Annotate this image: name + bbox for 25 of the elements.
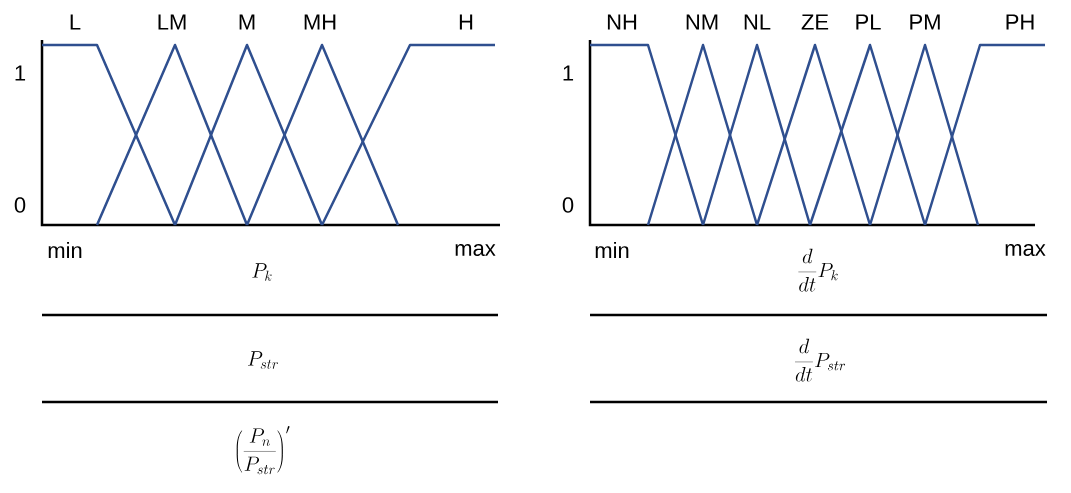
term-label: ZE <box>801 14 829 30</box>
term-label: M <box>239 14 255 30</box>
term-label: LM <box>158 14 186 30</box>
formula: $P_k$ <box>252 263 272 281</box>
term-label: NM <box>686 14 718 30</box>
formula: $\frac{d}{dt}P_{str}$ <box>795 338 846 382</box>
axis-label: max <box>455 243 496 257</box>
formula: $P_{str}$ <box>247 351 278 369</box>
axis-label: min <box>48 242 82 258</box>
axis-label: 1 <box>15 65 26 81</box>
term-label: NH <box>607 14 637 30</box>
formula: $\frac{d}{dt}P_k$ <box>798 248 838 292</box>
axis-label: max <box>1005 243 1046 257</box>
axis-label: 0 <box>562 197 574 213</box>
term-label: MH <box>304 14 336 30</box>
term-label: L <box>70 14 81 30</box>
formula: $\left(\frac{P_n}{P_{str}}\right)'$ <box>236 425 290 475</box>
axis-label: 0 <box>14 197 26 213</box>
axis-label: 1 <box>563 65 574 81</box>
term-label: PL <box>856 14 881 30</box>
axis-label: min <box>595 242 629 258</box>
term-label: PH <box>1006 14 1034 30</box>
term-label: H <box>459 14 473 30</box>
term-label: PM <box>910 14 940 30</box>
term-label: NL <box>744 14 771 30</box>
